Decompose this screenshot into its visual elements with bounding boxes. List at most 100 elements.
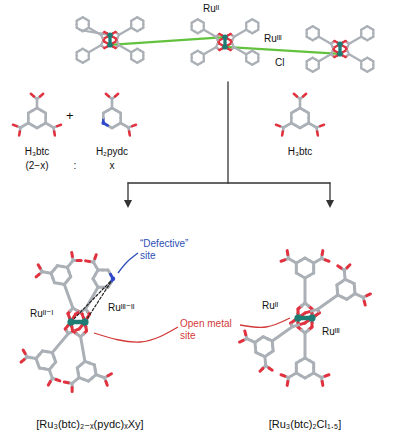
site-label: Open metal site [180, 318, 238, 342]
ratio-label: (2−x) [25, 160, 48, 172]
arrow-head [124, 200, 132, 208]
bond [81, 334, 84, 337]
reagent-label: H₃btc [25, 146, 50, 158]
leader-line [94, 327, 178, 342]
ru-atom [337, 41, 342, 46]
back-bonds [80, 30, 340, 54]
leader-line [240, 318, 290, 327]
bond [108, 374, 111, 376]
bond [325, 375, 329, 376]
bond [316, 131, 319, 135]
bond [101, 45, 103, 46]
ru-label: Ruᴵᴵ [203, 3, 219, 15]
ru-label: Ruᴵᴵᴵ [322, 326, 340, 338]
ru-atom [67, 318, 74, 325]
bond [48, 382, 50, 385]
bond [269, 368, 272, 370]
bond [245, 331, 246, 335]
reaction-line [227, 82, 228, 183]
bond [338, 266, 341, 268]
bond [216, 47, 218, 48]
bond [77, 259, 81, 262]
ratio-colon: : [74, 160, 77, 172]
coordination-dash [88, 282, 111, 318]
bond [18, 131, 21, 135]
bond [101, 35, 103, 39]
reaction-line [329, 183, 330, 201]
bond [73, 308, 78, 311]
bond [106, 94, 109, 97]
bond [260, 368, 263, 371]
bond [276, 125, 280, 126]
reagent-label: H₃btc [288, 146, 313, 158]
stick-models [13, 17, 373, 391]
bond [321, 381, 325, 385]
bond [234, 47, 246, 54]
bond [286, 251, 290, 255]
ru-label: Ruᴵᴵᴵ [264, 33, 282, 45]
bond [52, 333, 68, 352]
bond [331, 44, 333, 48]
bond [115, 94, 118, 97]
bond [64, 284, 73, 307]
bond [216, 37, 218, 41]
bond [286, 381, 290, 385]
leader-line [118, 253, 138, 273]
bond [117, 35, 119, 39]
formula-label: [Ru₃(btc)₂Cl₁.₅] [269, 418, 342, 431]
bond [121, 123, 129, 128]
leaders-arrows [74, 82, 334, 342]
bond [281, 131, 284, 135]
nitrogen-atom [101, 121, 105, 125]
bond [132, 125, 136, 126]
arrow-head [326, 200, 334, 208]
bond [23, 350, 25, 353]
coordination-dash [74, 282, 110, 319]
bond [128, 131, 131, 135]
bond [347, 265, 350, 268]
plus-sign: + [66, 108, 74, 123]
bond [40, 94, 43, 97]
reaction-line [128, 182, 330, 183]
bond [86, 259, 90, 263]
bond [364, 301, 365, 305]
bond [349, 37, 361, 44]
bond [64, 381, 68, 385]
bond [204, 47, 216, 54]
bond [319, 54, 331, 61]
bond [119, 45, 131, 52]
reagent-label: H₂pydc [96, 146, 128, 158]
bond [317, 295, 337, 309]
bond [89, 28, 101, 35]
bond [293, 325, 299, 327]
bond [111, 99, 114, 108]
bond [57, 125, 61, 126]
bond [86, 309, 88, 312]
bond [56, 380, 60, 381]
bond [294, 94, 297, 97]
bond [106, 381, 107, 385]
bond [119, 28, 131, 35]
ru-atom [222, 34, 227, 39]
bond [204, 30, 216, 37]
bond [13, 125, 17, 126]
ru-atom [222, 44, 227, 49]
bond [21, 360, 24, 363]
bond [89, 45, 101, 52]
bond [367, 294, 371, 296]
reaction-line [127, 183, 128, 201]
ru-atom [107, 32, 112, 37]
bond [71, 387, 74, 391]
bond [309, 123, 317, 128]
bond [281, 260, 285, 261]
bond [117, 45, 119, 46]
ru-atom [308, 314, 315, 321]
bond [325, 260, 329, 261]
bond [95, 255, 96, 259]
bond [36, 99, 39, 108]
bond [232, 37, 234, 41]
bond [349, 54, 361, 61]
ru-cl-bond [225, 47, 340, 54]
bond [232, 47, 234, 48]
